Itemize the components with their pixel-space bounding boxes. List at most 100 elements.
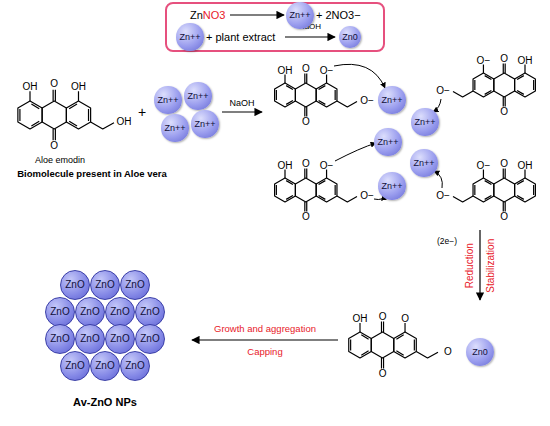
atom-label: OH — [278, 160, 293, 172]
electron-push-arrow — [433, 99, 441, 112]
particle-label: ZnO — [50, 306, 69, 318]
ion-label: Zn++ — [164, 123, 185, 133]
atom-label: O− — [436, 85, 450, 97]
reaction-arrow — [285, 36, 335, 37]
particle-label: ZnO — [125, 360, 144, 372]
atom-label: O — [500, 158, 508, 170]
zno-particle: ZnO — [90, 270, 120, 300]
reaction-arrow — [230, 14, 284, 15]
atom-label: O — [302, 116, 310, 128]
electron-push-arrow — [334, 64, 385, 88]
zinc-ion: Zn++ — [378, 172, 405, 199]
zno-particle: ZnO — [45, 297, 75, 327]
electron-label: (2e−) — [437, 237, 457, 247]
zno-particle: ZnO — [45, 324, 75, 354]
ion-label: Zn++ — [194, 119, 215, 129]
atom-label: OH — [353, 313, 368, 325]
ion-label: Zn++ — [289, 10, 310, 20]
compound-caption: Biomolecule present in Aloe vera — [17, 169, 167, 180]
compound-name: Aloe emodin — [35, 155, 85, 165]
zinc-ion: Zn0 — [466, 338, 494, 366]
zinc-ion: Zn++ — [176, 23, 203, 50]
electron-push-arrow — [335, 143, 376, 161]
particle-label: ZnO — [95, 279, 114, 291]
zinc-ion: Zn++ — [411, 108, 438, 135]
ion-label: Zn++ — [381, 181, 402, 191]
zno-particle: ZnO — [120, 351, 150, 381]
particle-label: ZnO — [125, 279, 144, 291]
ion-label: Zn++ — [413, 158, 434, 168]
plus-sign: + — [138, 104, 146, 120]
product-caption: Av-ZnO NPs — [73, 396, 137, 409]
atom-label: O — [302, 211, 310, 223]
atom-label: O− — [320, 160, 334, 172]
ion-label: Zn++ — [414, 117, 435, 127]
reaction-arrow — [192, 339, 338, 340]
reaction-text: Zn — [190, 9, 203, 22]
step-label: Stabilization — [485, 239, 497, 293]
zinc-ion: Zn++ — [410, 149, 437, 176]
ion-label: Zn++ — [377, 137, 398, 147]
atom-label: O — [500, 53, 508, 65]
zinc-ion: Zn0 — [339, 26, 361, 48]
zno-particle: ZnO — [60, 351, 90, 381]
atom-label: OH — [117, 116, 132, 128]
atom-label: O− — [436, 190, 450, 202]
reagent-label: NaOH — [229, 98, 254, 108]
ligand-structure — [275, 73, 357, 116]
step-label: Capping — [247, 347, 282, 358]
atom-label: O — [500, 106, 508, 118]
atom-label: OH — [518, 160, 533, 172]
particle-label: ZnO — [80, 333, 99, 345]
atom-label: OH — [278, 65, 293, 77]
atom-label: O — [50, 78, 58, 90]
atom-label: O — [379, 311, 387, 323]
atom-label: O — [50, 140, 58, 152]
zno-particle: ZnO — [120, 270, 150, 300]
ion-label: Zn++ — [179, 32, 200, 42]
zno-particle: ZnO — [105, 324, 135, 354]
oxidized-product-structure — [349, 322, 438, 369]
zno-particle: ZnO — [75, 324, 105, 354]
zno-particle: ZnO — [60, 270, 90, 300]
ion-label: Zn++ — [381, 95, 402, 105]
zinc-ion: Zn++ — [161, 114, 188, 141]
atom-label: O — [302, 63, 310, 75]
atom-label: O− — [320, 65, 334, 77]
particle-label: ZnO — [65, 279, 84, 291]
ion-label: Zn0 — [472, 347, 488, 357]
particle-label: ZnO — [110, 333, 129, 345]
ion-label: Zn++ — [157, 95, 178, 105]
zno-particle: ZnO — [135, 297, 165, 327]
reaction-text: NO3 — [203, 9, 226, 22]
zinc-ion: Zn++ — [378, 86, 405, 113]
reaction-arrow — [479, 230, 480, 300]
zno-particle: ZnO — [90, 351, 120, 381]
reaction-text: + plant extract — [206, 31, 275, 44]
ligand-structure — [275, 168, 357, 211]
atom-label: O — [401, 313, 409, 325]
ion-label: Zn++ — [187, 91, 208, 101]
atom-label: OH — [518, 55, 533, 67]
aloe-emodin-structure — [18, 90, 114, 140]
atom-label: O — [379, 368, 387, 380]
zinc-ion: Zn++ — [154, 86, 181, 113]
zno-particle: ZnO — [75, 297, 105, 327]
atom-label: O− — [360, 95, 374, 107]
particle-label: ZnO — [140, 333, 159, 345]
atom-label: O− — [477, 55, 491, 67]
particle-label: ZnO — [65, 360, 84, 372]
reaction-text: + 2NO3− — [316, 9, 361, 22]
step-label: Growth and aggregation — [214, 324, 316, 335]
particle-label: ZnO — [110, 306, 129, 318]
zinc-ion: Zn++ — [184, 82, 211, 109]
step-label: Reduction — [464, 243, 476, 288]
particle-label: ZnO — [95, 360, 114, 372]
atom-label: OH — [71, 81, 86, 93]
atom-label: O — [302, 158, 310, 170]
electron-push-arrow — [434, 171, 442, 188]
atom-label: O — [444, 346, 452, 358]
zinc-ion: Zn++ — [286, 2, 313, 29]
zno-particle: ZnO — [105, 297, 135, 327]
